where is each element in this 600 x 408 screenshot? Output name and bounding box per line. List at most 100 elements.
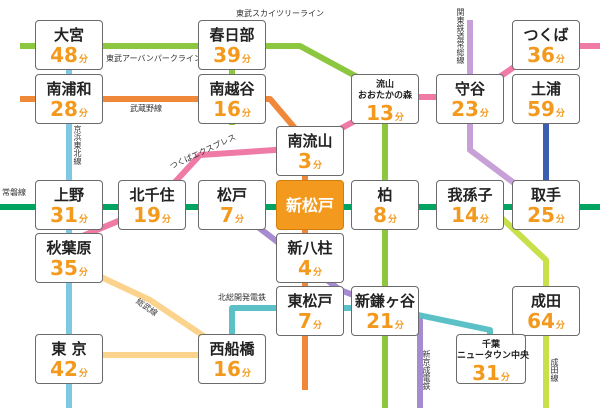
station-kashiwa: 柏 8分 <box>351 180 419 230</box>
minutes-unit: 分 <box>78 109 88 119</box>
minutes-unit: 分 <box>479 109 489 119</box>
station-name: 成田 <box>530 292 561 310</box>
station-name: 守谷 <box>454 80 485 98</box>
minutes-unit: 分 <box>479 215 489 225</box>
station-minutes: 4 <box>298 256 312 280</box>
station-name: 松戸 <box>216 186 247 204</box>
label-keihin-tohoku: 京浜東北線 <box>73 125 82 165</box>
minutes-unit: 分 <box>312 161 322 171</box>
station-tokyo: 東 京 42分 <box>35 334 103 384</box>
station-minutes: 21 <box>366 309 394 333</box>
minutes-unit: 分 <box>241 55 251 65</box>
station-nagareyama-otakanomori: 流山おおたかの森 13分 <box>351 74 419 124</box>
label-hokuso: 北総開発電鉄 <box>218 293 266 302</box>
station-minutes: 8 <box>373 203 387 227</box>
minutes-unit: 分 <box>312 268 322 278</box>
station-tsukuba: つくば 36分 <box>512 20 580 70</box>
station-minutes: 59 <box>527 97 555 121</box>
minutes-unit: 分 <box>241 109 251 119</box>
station-shinkamagaya: 新鎌ヶ谷 21分 <box>351 286 419 336</box>
label-shin-keisei: 新京成電鉄 <box>422 350 431 390</box>
minutes-unit: 分 <box>234 215 244 225</box>
station-tsuchiura: 土浦 59分 <box>512 74 580 124</box>
station-name: 取手 <box>530 186 561 204</box>
station-minutes: 35 <box>50 256 78 280</box>
minutes-unit: 分 <box>312 321 322 331</box>
station-minutes: 31 <box>50 203 78 227</box>
station-moriya: 守谷 23分 <box>436 74 504 124</box>
station-name: 北千住 <box>129 186 175 204</box>
station-minamikoshigaya: 南越谷 16分 <box>198 74 266 124</box>
station-name: 南流山 <box>287 132 333 150</box>
minutes-unit: 分 <box>78 55 88 65</box>
station-minutes: 39 <box>213 43 241 67</box>
station-toride: 取手 25分 <box>512 180 580 230</box>
station-higashimatsudo: 東松戸 7分 <box>276 286 344 336</box>
minutes-unit: 分 <box>555 55 565 65</box>
station-minutes: 7 <box>220 203 234 227</box>
station-omiya: 大宮 48分 <box>35 20 103 70</box>
station-kitasenju: 北千住 19分 <box>118 180 186 230</box>
station-minutes: 16 <box>213 97 241 121</box>
minutes-unit: 分 <box>78 369 88 379</box>
station-minamiurawa: 南浦和 28分 <box>35 74 103 124</box>
station-ueno: 上野 31分 <box>35 180 103 230</box>
station-name: 千葉ニュータウン中央 <box>457 340 530 361</box>
label-kanto-railway: 関東鉄道常総線 <box>456 8 465 64</box>
station-name: 上野 <box>53 186 84 204</box>
station-minutes: 48 <box>50 43 78 67</box>
label-narita: 成田線 <box>550 358 559 382</box>
station-akihabara: 秋葉原 35分 <box>35 233 103 283</box>
station-minutes: 14 <box>451 203 479 227</box>
label-tobu-skytree: 東武スカイツリーライン <box>236 9 324 18</box>
station-minutes: 25 <box>527 203 555 227</box>
station-name: 東 京 <box>51 340 87 358</box>
station-minutes: 23 <box>451 97 479 121</box>
station-name: 春日部 <box>209 26 255 44</box>
station-name: 新八柱 <box>287 239 333 257</box>
station-shinmatsudo: 新松戸 <box>276 180 344 230</box>
station-narita: 成田 64分 <box>512 286 580 336</box>
minutes-unit: 分 <box>161 215 171 225</box>
minutes-unit: 分 <box>394 113 404 123</box>
label-tobu-urban-park: 東武アーバンパークライン <box>106 54 202 63</box>
station-name: 西船橋 <box>209 340 255 358</box>
minutes-unit: 分 <box>555 109 565 119</box>
station-name: 我孫子 <box>447 186 493 204</box>
station-minutes: 36 <box>527 43 555 67</box>
station-name: 流山おおたかの森 <box>357 80 412 101</box>
station-name: 新鎌ヶ谷 <box>354 292 415 310</box>
minutes-unit: 分 <box>387 215 397 225</box>
minutes-unit: 分 <box>555 321 565 331</box>
station-abiko: 我孫子 14分 <box>436 180 504 230</box>
station-minutes: 19 <box>133 203 161 227</box>
station-minutes: 7 <box>298 309 312 333</box>
line-narita <box>487 204 549 408</box>
minutes-unit: 分 <box>394 321 404 331</box>
station-name: 秋葉原 <box>46 239 92 257</box>
station-minutes: 42 <box>50 357 78 381</box>
minutes-unit: 分 <box>78 268 88 278</box>
station-name: つくば <box>523 26 569 44</box>
minutes-unit: 分 <box>500 373 510 383</box>
minutes-unit: 分 <box>241 369 251 379</box>
station-matsudo: 松戸 7分 <box>198 180 266 230</box>
station-name: 土浦 <box>530 80 561 98</box>
label-joban: 常磐線 <box>2 188 26 197</box>
station-name: 大宮 <box>53 26 84 44</box>
station-minutes: 3 <box>298 149 312 173</box>
line-sobu <box>67 259 235 358</box>
station-name: 南浦和 <box>46 80 92 98</box>
station-chiba-nt-chuo: 千葉ニュータウン中央 31分 <box>456 334 530 385</box>
station-name: 新松戸 <box>285 196 334 215</box>
station-kasukabe: 春日部 39分 <box>198 20 266 70</box>
station-minutes: 64 <box>527 309 555 333</box>
station-shinyahashira: 新八柱 4分 <box>276 233 344 283</box>
label-musashino: 武蔵野線 <box>130 104 162 113</box>
station-name: 柏 <box>377 186 393 204</box>
station-name: 南越谷 <box>209 80 255 98</box>
station-minutes: 31 <box>472 361 500 385</box>
station-name: 東松戸 <box>287 292 333 310</box>
station-minutes: 13 <box>366 101 394 125</box>
minutes-unit: 分 <box>78 215 88 225</box>
